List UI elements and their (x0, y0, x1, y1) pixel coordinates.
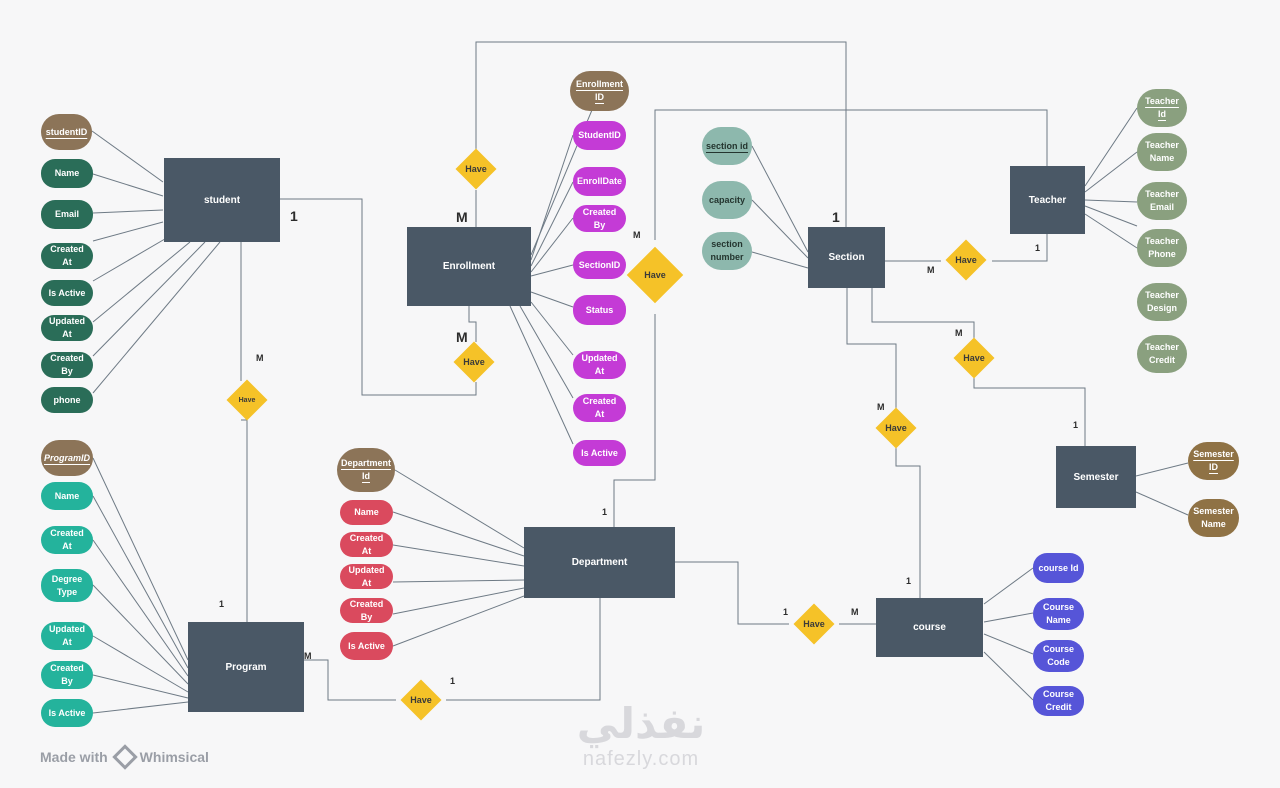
cardinality-label: 1 (783, 607, 789, 617)
attr-student-created-by[interactable]: Created By (41, 352, 93, 378)
brand-name: Whimsical (139, 749, 209, 765)
attr-enrollment-is-active[interactable]: Is Active (573, 440, 626, 466)
attr-program-is-active[interactable]: Is Active (41, 699, 93, 727)
attr-course-name[interactable]: Course Name (1033, 598, 1084, 630)
attr-department-updated-at[interactable]: Updated At (340, 564, 393, 589)
relationship-label: Have (803, 619, 825, 629)
cardinality-label: M (877, 402, 885, 412)
attr-enrollment-updated-at[interactable]: Updated At (573, 351, 626, 379)
watermark-arabic: نفذلي (576, 700, 706, 747)
relationship-section-course[interactable]: Have (871, 407, 921, 449)
relationship-enrollment-section[interactable]: Have (451, 148, 501, 190)
relationship-label: Have (410, 695, 432, 705)
attr-teacher-name[interactable]: Teacher Name (1137, 133, 1187, 171)
cardinality-label: M (633, 230, 641, 240)
entity-course[interactable]: course (876, 598, 983, 657)
cardinality-label: M (927, 265, 935, 275)
attr-department-name[interactable]: Name (340, 500, 393, 525)
attr-teacher-email[interactable]: Teacher Email (1137, 182, 1187, 220)
relationship-section-enrollment[interactable]: Have (625, 240, 685, 310)
attr-department-id[interactable]: Department Id (337, 448, 395, 492)
attr-course-credit[interactable]: Course Credit (1033, 686, 1084, 716)
attr-teacher-id[interactable]: Teacher Id (1137, 89, 1187, 127)
entity-teacher[interactable]: Teacher (1010, 166, 1085, 234)
cardinality-label: 1 (450, 676, 456, 686)
attr-program-id[interactable]: ProgramID (41, 440, 93, 476)
cardinality-label: M (256, 353, 264, 363)
attr-student-name[interactable]: Name (41, 159, 93, 188)
attr-student-id[interactable]: studentID (41, 114, 92, 150)
entity-enrollment[interactable]: Enrollment (407, 227, 531, 306)
attr-program-created-by[interactable]: Created By (41, 661, 93, 689)
cardinality-label: 1 (906, 576, 912, 586)
relationship-label: Have (963, 353, 985, 363)
relationship-department-course[interactable]: Have (789, 603, 839, 645)
relationship-label: Have (465, 164, 487, 174)
attr-course-code[interactable]: Course Code (1033, 640, 1084, 672)
entity-section[interactable]: Section (808, 227, 885, 288)
attr-department-is-active[interactable]: Is Active (340, 632, 393, 660)
relationship-section-teacher[interactable]: Have (941, 239, 991, 281)
cardinality-label: 1 (832, 209, 840, 225)
attr-teacher-credit[interactable]: Teacher Credit (1137, 335, 1187, 373)
attr-enrollment-created-at[interactable]: Created At (573, 394, 626, 422)
attr-student-phone[interactable]: phone (41, 387, 93, 413)
attr-section-id[interactable]: section id (702, 127, 752, 165)
whimsical-logo-icon (111, 744, 138, 770)
cardinality-label: M (456, 209, 468, 225)
attr-program-degree-type[interactable]: Degree Type (41, 569, 93, 602)
attr-course-id[interactable]: course Id (1033, 553, 1084, 583)
made-with-text: Made with (40, 749, 108, 765)
attr-program-updated-at[interactable]: Updated At (41, 622, 93, 650)
attr-student-updated-at[interactable]: Updated At (41, 315, 93, 341)
attr-program-created-at[interactable]: Created At (41, 526, 93, 554)
entity-program[interactable]: Program (188, 622, 304, 712)
attr-enrollment-status[interactable]: Status (573, 295, 626, 325)
entity-semester[interactable]: Semester (1056, 446, 1136, 508)
attr-teacher-design[interactable]: Teacher Design (1137, 283, 1187, 321)
attr-department-created-by[interactable]: Created By (340, 598, 393, 623)
attr-enrollment-student-id[interactable]: StudentID (573, 121, 626, 150)
attr-student-is-active[interactable]: Is Active (41, 280, 93, 306)
attr-semester-id[interactable]: Semester ID (1188, 442, 1239, 480)
attr-semester-name[interactable]: Semester Name (1188, 499, 1239, 537)
attr-enrollment-created-by[interactable]: Created By (573, 205, 626, 232)
relationship-label: Have (885, 423, 907, 433)
attr-student-created-at[interactable]: Created At (41, 243, 93, 269)
attr-enrollment-id[interactable]: Enrollment ID (570, 71, 629, 111)
entity-department[interactable]: Department (524, 527, 675, 598)
made-with-badge[interactable]: Made with Whimsical (40, 744, 209, 770)
attr-section-capacity[interactable]: capacity (702, 181, 752, 219)
cardinality-label: M (304, 651, 312, 661)
attr-section-number[interactable]: section number (702, 232, 752, 270)
attr-department-created-at[interactable]: Created At (340, 532, 393, 557)
relationship-student-program[interactable]: Have (222, 379, 272, 421)
relationship-department-program[interactable]: Have (396, 679, 446, 721)
attr-student-email[interactable]: Email (41, 200, 93, 229)
watermark-latin: nafezly.com (582, 748, 700, 770)
attr-program-name[interactable]: Name (41, 482, 93, 510)
relationship-section-semester[interactable]: Have (949, 337, 999, 379)
relationship-enrollment-student[interactable]: Have (449, 341, 499, 383)
watermark: نفذلي nafezly.com (556, 700, 726, 771)
cardinality-label: M (851, 607, 859, 617)
cardinality-label: M (955, 328, 963, 338)
relationship-label: Have (955, 255, 977, 265)
attr-teacher-phone[interactable]: Teacher Phone (1137, 229, 1187, 267)
relationship-label: Have (463, 357, 485, 367)
cardinality-label: M (456, 329, 468, 345)
cardinality-label: 1 (1035, 243, 1041, 253)
attr-enrollment-enroll-date[interactable]: EnrollDate (573, 167, 626, 196)
cardinality-label: 1 (290, 208, 298, 224)
cardinality-label: 1 (1073, 420, 1079, 430)
relationship-label: Have (644, 270, 666, 280)
entity-student[interactable]: student (164, 158, 280, 242)
attr-enrollment-section-id[interactable]: SectionID (573, 251, 626, 279)
cardinality-label: 1 (219, 599, 225, 609)
relationship-label: Have (238, 396, 256, 404)
cardinality-label: 1 (602, 507, 608, 517)
